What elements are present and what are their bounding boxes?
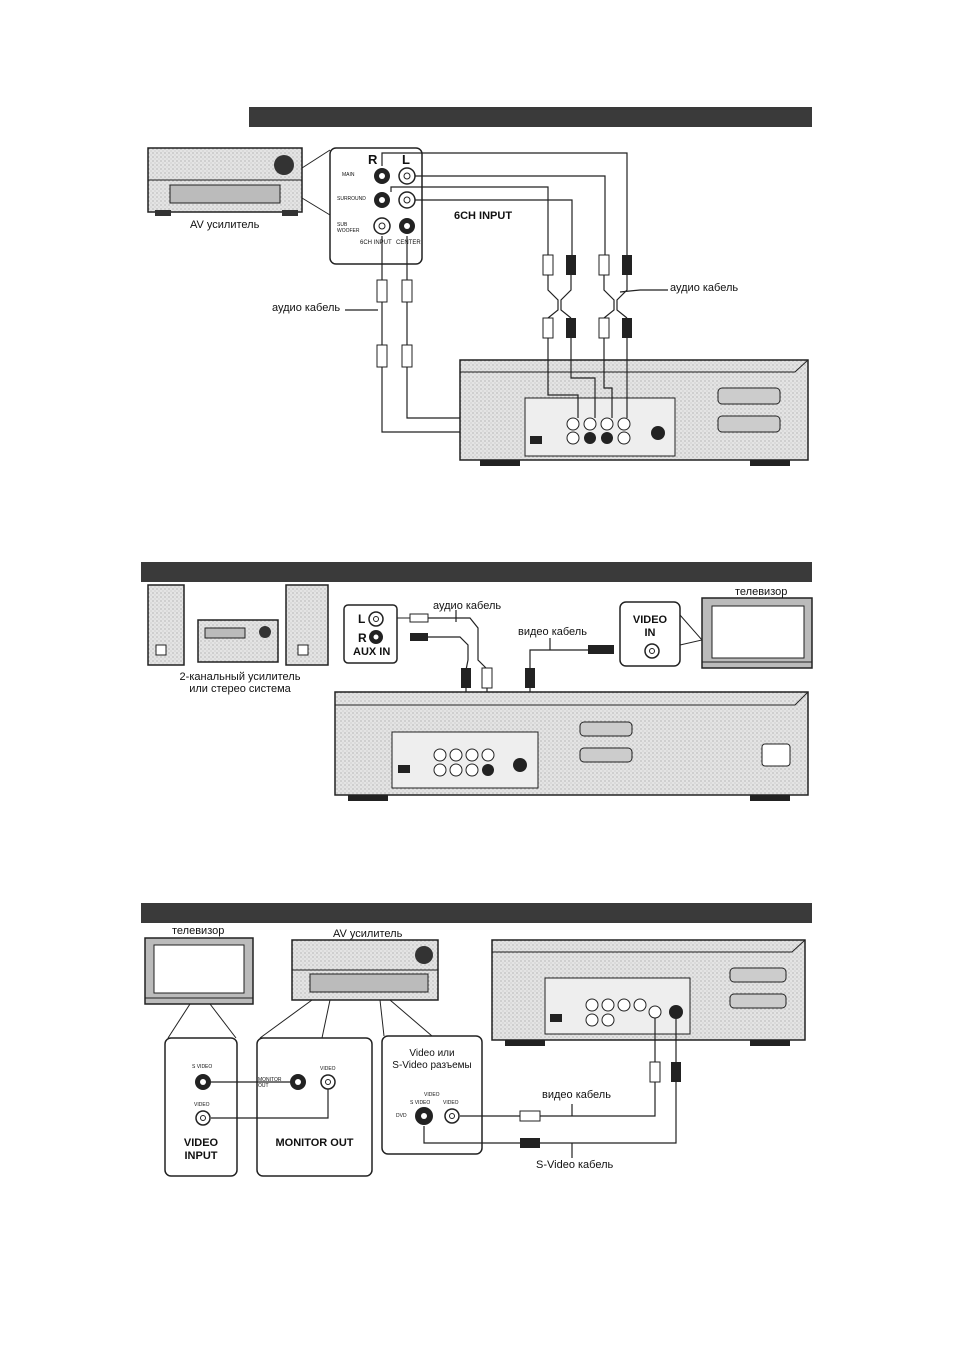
aux-l-label: L [358, 612, 366, 626]
tv-section3 [144, 937, 254, 1005]
aux-in-label: AUX IN [353, 646, 391, 658]
panel-center-label: CENTER [396, 240, 421, 246]
audio-cable-label-section2: аудио кабель [433, 600, 502, 612]
audio-cable-left-label: аудио кабель [272, 302, 341, 314]
av-amplifier-3 [291, 939, 439, 1001]
dvd-label: DVD [396, 1113, 407, 1119]
audio-cable-right-label: аудио кабель [670, 282, 739, 294]
dvd-video-top-label: VIDEO [424, 1092, 440, 1098]
aux-in-panel [343, 604, 429, 664]
dvd-video-label: VIDEO [443, 1100, 459, 1106]
panel-r-label: R [368, 152, 378, 167]
panel-sixch-label: 6CH INPUT [360, 240, 392, 246]
stereo-caption-line2: или стерео система [189, 683, 291, 695]
video-plug [588, 645, 614, 654]
jacks-caption-line1: Video или [409, 1048, 455, 1059]
section3-header-bar [141, 903, 812, 923]
av-amplifier-1 [147, 147, 303, 216]
stereo-system [147, 584, 329, 666]
tv-caption-section2: телевизор [735, 586, 788, 598]
video-in-label-line2: IN [644, 627, 656, 639]
dvd-jacks-panel [381, 1035, 483, 1155]
tv-section2 [701, 597, 813, 669]
s-video-cable-label: S-Video кабель [536, 1159, 614, 1171]
video-cable-label-section3: видео кабель [542, 1089, 611, 1101]
section2-rca-plugs [461, 667, 535, 689]
panel-subwoofer-label: SUB WOOFER [337, 222, 360, 234]
tv-s-video-label: S VIDEO [192, 1064, 213, 1070]
rca-plugs-lower [542, 317, 632, 339]
input-jack-panel [329, 147, 423, 265]
rca-plugs-upper [542, 254, 632, 276]
video-input-label-line1: VIDEO [183, 1137, 219, 1149]
aux-r-label: R [358, 631, 367, 645]
dvd-player-1 [459, 359, 809, 466]
av-amplifier-caption-section3: AV усилитель [333, 928, 403, 940]
dvd-player-2 [334, 691, 809, 801]
sixch-input-title: 6CH INPUT [454, 210, 513, 222]
amp-video-small-label: VIDEO [320, 1066, 336, 1072]
dvd-player-3 [491, 939, 806, 1046]
panel-l-label: L [402, 152, 410, 167]
video-cable-label-section2: видео кабель [518, 626, 587, 638]
section1-header-bar [249, 107, 812, 127]
panel-surround-label: SURROUND [337, 196, 366, 202]
jacks-caption-line2: S-Video разъемы [392, 1060, 472, 1071]
monitor-out-label: MONITOR OUT [275, 1137, 354, 1149]
six-channel-cable-lines [381, 152, 628, 280]
video-input-label-line2: INPUT [184, 1150, 218, 1162]
rca-plugs-left [376, 279, 413, 368]
dvd-s-video-label: S VIDEO [410, 1100, 431, 1106]
video-in-panel [619, 601, 703, 667]
monitor-out-panel [256, 1037, 373, 1177]
tv-caption-section3: телевизор [172, 925, 225, 937]
video-in-label-line1: VIDEO [632, 614, 668, 626]
tv-input-panel [164, 1037, 238, 1177]
section2-header-bar [141, 562, 812, 582]
stereo-caption-line1: 2-канальный усилитель [179, 671, 301, 683]
tv-video-label: VIDEO [194, 1102, 210, 1108]
av-amplifier-caption: AV усилитель [190, 219, 260, 231]
amp-monitor-out-small-label: MONITOR OUT [258, 1077, 282, 1089]
section3-plugs [519, 1061, 681, 1148]
panel-main-label: MAIN [342, 172, 355, 178]
